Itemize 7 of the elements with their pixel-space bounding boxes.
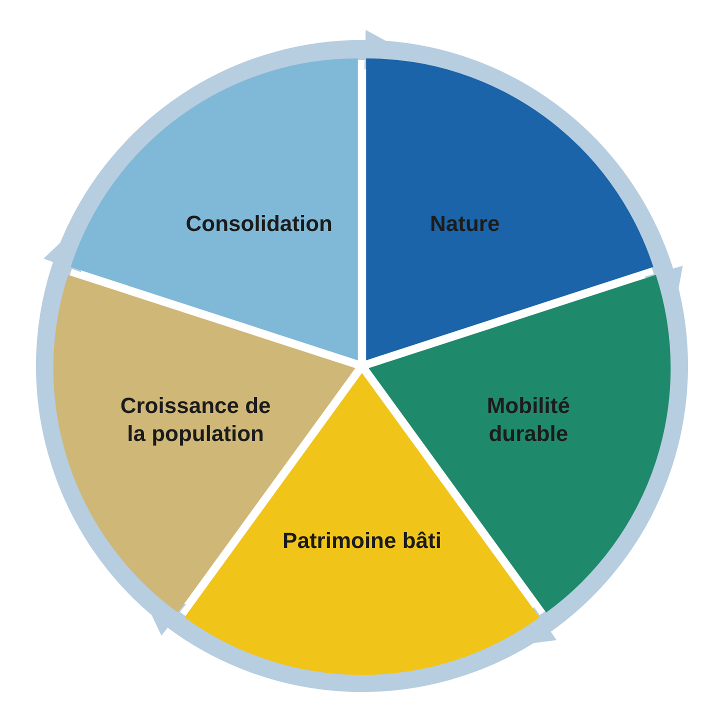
pie-segment <box>366 58 654 360</box>
segment-label: Consolidation <box>184 210 334 238</box>
segment-label: Croissance de la population <box>119 392 272 448</box>
pie-segment <box>70 58 358 360</box>
segment-label: Patrimoine bâti <box>282 527 442 555</box>
segment-label: Mobilité durable <box>486 392 571 448</box>
segment-label: Nature <box>429 210 501 238</box>
